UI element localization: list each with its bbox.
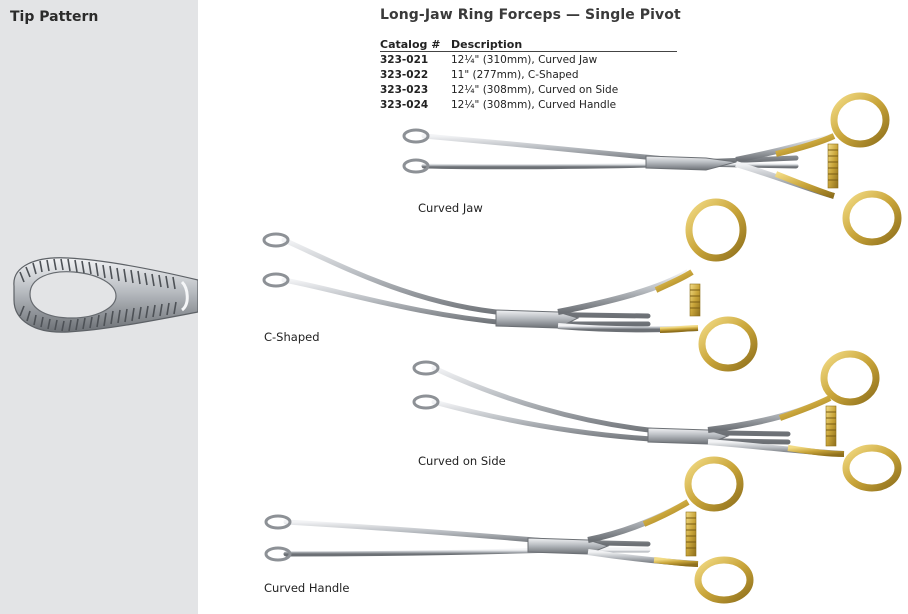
- catalog-number: 323-022: [380, 68, 429, 81]
- tip-pattern-image: [13, 257, 198, 333]
- catalog-number: 323-023: [380, 83, 429, 96]
- caption-curved-handle: Curved Handle: [264, 581, 350, 595]
- catalog-number: 323-021: [380, 53, 429, 66]
- catalog-table: Catalog # Description 323-021 12¼" (310m…: [380, 37, 677, 112]
- table-row: 323-021 12¼" (310mm), Curved Jaw: [380, 52, 677, 68]
- forceps-curved-on-side-image: [412, 350, 902, 492]
- page-title: Long-Jaw Ring Forceps — Single Pivot: [380, 7, 681, 23]
- forceps-curved-handle-image: [264, 456, 754, 604]
- table-row: 323-023 12¼" (308mm), Curved on Side: [380, 82, 677, 97]
- column-header-catalog: Catalog #: [380, 37, 451, 52]
- description: 12¼" (308mm), Curved Handle: [451, 98, 617, 111]
- description: 12¼" (308mm), Curved on Side: [451, 83, 619, 96]
- catalog-number: 323-024: [380, 98, 429, 111]
- forceps-curved-jaw-image: [402, 92, 902, 246]
- caption-c-shaped: C-Shaped: [264, 330, 320, 344]
- caption-curved-on-side: Curved on Side: [418, 454, 506, 468]
- column-header-description: Description: [451, 37, 677, 52]
- forceps-c-shaped-image: [262, 198, 758, 372]
- caption-curved-jaw: Curved Jaw: [418, 201, 483, 215]
- table-row: 323-022 11" (277mm), C-Shaped: [380, 67, 677, 82]
- sidebar: Tip Pattern: [0, 0, 198, 614]
- table-header-row: Catalog # Description: [380, 37, 677, 52]
- description: 12¼" (310mm), Curved Jaw: [451, 53, 598, 66]
- table-row: 323-024 12¼" (308mm), Curved Handle: [380, 97, 677, 112]
- sidebar-title: Tip Pattern: [10, 9, 99, 25]
- description: 11" (277mm), C-Shaped: [451, 68, 579, 81]
